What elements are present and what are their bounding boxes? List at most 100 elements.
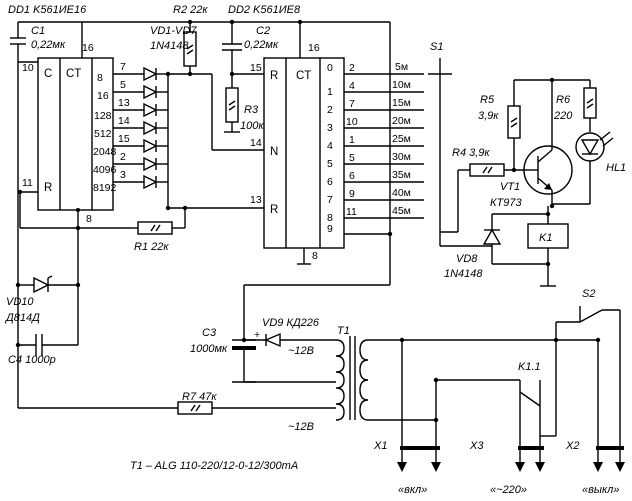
dd2-time-1: 10м <box>392 79 411 91</box>
dd1-pin10: 10 <box>22 62 34 74</box>
s2-switch[interactable] <box>555 306 621 448</box>
node-vt1-col <box>549 77 555 83</box>
node-x2 <box>595 337 601 343</box>
t1-label: T1 <box>337 325 350 337</box>
vd4-diode <box>113 120 168 136</box>
x3-connector[interactable] <box>515 446 545 472</box>
r3-name: R3 <box>244 104 259 116</box>
r4-label: R4 3,9к <box>452 147 490 159</box>
r5-resistor <box>507 105 521 139</box>
node-diode-bot <box>165 205 171 211</box>
c4-label: C4 1000р <box>8 354 56 366</box>
vt1-value: КТ973 <box>490 197 522 209</box>
svg-text:+: + <box>254 329 260 341</box>
v12-lower: ~12В <box>288 421 314 433</box>
c3-capacitor: + <box>232 329 260 382</box>
dd2-num-8: 8 <box>327 212 333 224</box>
vd17-value: 1N4148 <box>150 40 189 52</box>
dd1-pin11: 11 <box>22 177 33 189</box>
node-vd10-l <box>15 282 21 288</box>
dd1-out-div-1: 16 <box>97 90 109 102</box>
node-r1-bus <box>182 205 188 211</box>
dd1-title: DD1 K561ИЕ16 <box>8 4 87 16</box>
v220-label: «~220» <box>490 484 527 496</box>
dd1-out-div-0: 8 <box>97 72 103 84</box>
dd2-num-2: 2 <box>327 104 333 116</box>
dd2-pin-4: 1 <box>349 134 355 146</box>
k11-label: K1.1 <box>518 361 541 373</box>
dd2-pin16: 16 <box>308 42 320 54</box>
dd2-num-7: 7 <box>327 194 333 206</box>
dd2-pin-6: 6 <box>349 170 355 182</box>
dd2-num-6: 6 <box>327 176 333 188</box>
node-vd8-top <box>545 211 551 217</box>
vd5-diode <box>113 138 168 154</box>
x1-connector[interactable] <box>397 446 441 472</box>
v12-upper: ~12В <box>288 345 314 357</box>
dd1-out-pin-3: 14 <box>118 115 130 127</box>
dd1-pin8: 8 <box>86 213 92 225</box>
dd1-out-div-2: 128 <box>94 110 112 122</box>
vkl-label: «вкл» <box>398 484 427 496</box>
node-dd2-pin9 <box>387 231 393 237</box>
dd2-pin8: 8 <box>312 250 318 262</box>
s1-label: S1 <box>430 41 443 53</box>
node-dd1r <box>17 189 23 195</box>
dd2-pin-7: 9 <box>349 188 355 200</box>
dd2-pin-1: 4 <box>349 80 355 92</box>
dd2-num-4: 4 <box>327 140 333 152</box>
vd2-diode <box>113 84 168 100</box>
hl1-led <box>575 131 614 204</box>
r7-label: R7 47к <box>182 391 217 403</box>
vd9-label: VD9 КД226 <box>262 317 320 329</box>
dd2-time-2: 15м <box>392 97 411 109</box>
hl1-label: HL1 <box>606 162 626 174</box>
node-r2-bot <box>187 71 193 77</box>
dd1-out-pin-2: 13 <box>118 97 130 109</box>
c1-name: C1 <box>31 25 45 37</box>
dd2-num-5: 5 <box>327 158 333 170</box>
r6-resistor <box>583 87 597 119</box>
dd1-body <box>37 57 114 211</box>
dd2-num-1: 1 <box>327 86 333 98</box>
r3-value: 100к <box>240 120 264 132</box>
dd2-num-0: 0 <box>327 62 333 74</box>
dd1-ct-label: CT <box>66 68 81 80</box>
r5-name: R5 <box>480 94 495 106</box>
dd2-num-3: 3 <box>327 122 333 134</box>
r3-resistor <box>225 87 239 123</box>
vd7-diode <box>113 174 168 190</box>
node-dd1-gnd <box>76 208 80 212</box>
r2-label: R2 22к <box>173 4 208 16</box>
k11-contact[interactable] <box>519 380 541 436</box>
dd1-c-label: C <box>44 68 52 80</box>
dd2-r-label: R <box>270 70 278 82</box>
node-emitter <box>549 203 555 209</box>
r5-value: 3,9к <box>478 110 499 122</box>
vt1-transistor <box>523 80 573 206</box>
r6-name: R6 <box>556 94 571 106</box>
vd10-zener <box>33 275 53 294</box>
dd2-title: DD2 K561ИЕ8 <box>228 4 301 16</box>
c2-name: C2 <box>256 25 270 37</box>
dd2-time-5: 30м <box>392 151 411 163</box>
dd1-out-div-5: 4096 <box>93 164 117 176</box>
dd1-out-pin-6: 3 <box>120 169 126 181</box>
vd6-diode <box>113 156 168 172</box>
x1-label: X1 <box>373 440 387 452</box>
node-x1c <box>433 417 439 423</box>
dd2-time-0: 5м <box>395 61 408 73</box>
node-c4 <box>15 342 21 348</box>
dd1-out-pin-5: 2 <box>120 151 126 163</box>
dd1-r-label: R <box>44 182 52 194</box>
vd17-name: VD1-VD7 <box>150 25 197 37</box>
r1-resistor <box>137 221 173 235</box>
x2-connector[interactable] <box>593 446 625 472</box>
dd1-out-div-4: 2048 <box>93 146 117 158</box>
dd2-chip: R CT N R 15 14 13 16 8 0 1 2 3 4 5 6 7 8… <box>250 42 424 265</box>
vd10-name: VD10 <box>6 296 34 308</box>
vt1-name: VT1 <box>500 181 520 193</box>
k1-label: K1 <box>539 232 552 244</box>
node-r5-base <box>511 167 517 173</box>
